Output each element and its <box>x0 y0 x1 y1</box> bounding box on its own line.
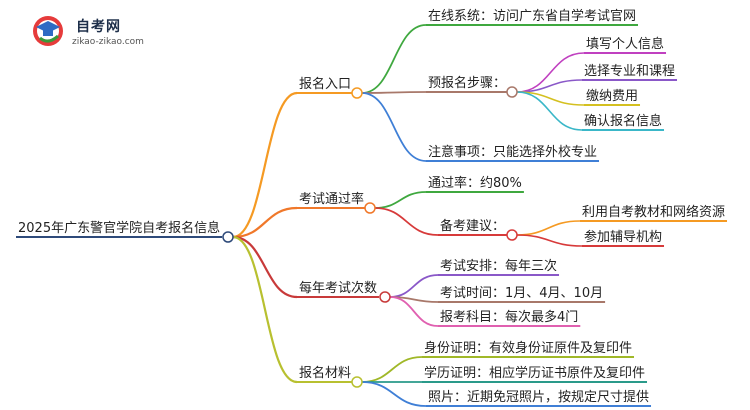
leaf-node: 利用自考教材和网络资源 <box>582 204 725 220</box>
child-edge <box>361 356 423 383</box>
branch-edge <box>232 235 298 384</box>
branch-edge <box>232 206 298 239</box>
child-edge <box>361 91 427 94</box>
leaf-node: 确认报名信息 <box>584 113 662 129</box>
child-node: 学历证明：相应学历证书原件及复印件 <box>424 365 645 381</box>
branch-connector <box>364 202 376 214</box>
child-edge <box>361 381 427 407</box>
child-node: 通过率：约80% <box>428 175 522 191</box>
branch-connector <box>379 291 391 303</box>
graduation-cap-icon <box>33 16 63 46</box>
child-edge <box>361 92 427 162</box>
logo-subtitle: zikao-zikao.com <box>72 37 144 47</box>
leaf-edge <box>516 52 585 93</box>
branch-connector <box>351 376 363 388</box>
leaf-edge <box>516 91 583 131</box>
child-node: 预报名步骤： <box>428 75 506 91</box>
child-node: 身份证明：有效身份证原件及复印件 <box>424 340 632 356</box>
child-connector <box>506 86 518 98</box>
child-node: 照片：近期免冠照片，按规定尺寸提供 <box>428 389 649 405</box>
mindmap-nodes: 2025年广东警官学院自考报名信息 报名入口 在线系统：访问广东省自学考试官网预报名… <box>18 8 725 405</box>
child-node: 注意事项：只能选择外校专业 <box>428 144 597 160</box>
leaf-node: 缴纳费用 <box>586 89 638 104</box>
child-node: 在线系统：访问广东省自学考试官网 <box>428 8 636 24</box>
branch-node: 报名入口 <box>299 76 351 92</box>
branch-edge <box>232 91 298 239</box>
child-node: 考试时间：1月、4月、10月 <box>440 286 603 301</box>
leaf-edge <box>516 234 583 247</box>
leaf-node: 选择专业和课程 <box>584 64 675 79</box>
branch-edge <box>232 235 298 299</box>
branch-connector <box>351 87 363 99</box>
root-connector <box>222 231 234 243</box>
child-edge <box>389 274 439 298</box>
root-node: 2025年广东警官学院自考报名信息 <box>18 220 220 236</box>
child-node: 考试安排：每年三次 <box>440 258 557 274</box>
child-node: 备考建议： <box>440 218 505 234</box>
child-connector <box>506 229 518 241</box>
branch-node: 报名材料 <box>299 365 351 381</box>
child-node: 报考科目：每次最多4门 <box>440 309 578 325</box>
branch-node: 每年考试次数 <box>299 280 377 296</box>
logo: 自考网 zikao-zikao.com <box>30 12 170 52</box>
child-edge <box>374 191 427 209</box>
leaf-node: 填写个人信息 <box>586 36 664 52</box>
child-edge <box>361 24 427 94</box>
child-edge <box>374 207 439 236</box>
child-edge <box>389 296 439 327</box>
leaf-node: 参加辅导机构 <box>584 229 662 245</box>
branch-node: 考试通过率 <box>299 191 364 207</box>
leaf-edge <box>516 220 581 236</box>
mindmap-edges <box>16 24 728 407</box>
logo-title: 自考网 <box>76 19 121 35</box>
